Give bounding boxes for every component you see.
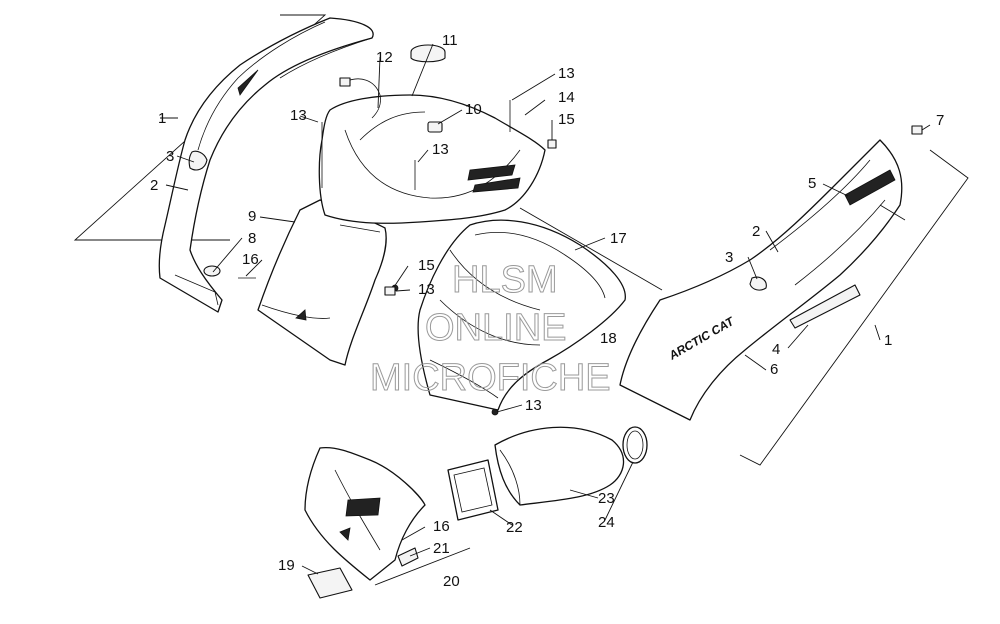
callout-3-right: 3 — [725, 249, 733, 266]
right-side-panel: ARCTIC CAT — [619, 125, 923, 421]
group-bracket-17 — [519, 207, 663, 291]
vent-10 — [427, 121, 443, 133]
callout-16-lower: 16 — [433, 518, 450, 535]
hose-clamp-24 — [622, 426, 648, 464]
watermark-line-2: ONLINE — [425, 307, 566, 349]
callout-13-lower: 13 — [525, 397, 542, 414]
callout-20: 20 — [443, 573, 460, 590]
callout-13-top-left: 13 — [290, 107, 307, 124]
group-bracket-right — [739, 149, 969, 466]
callout-17: 17 — [610, 230, 627, 247]
callout-11: 11 — [442, 32, 458, 49]
lower-nose-pan — [304, 446, 426, 581]
callout-7: 7 — [936, 112, 944, 129]
callout-2-left: 2 — [150, 177, 158, 194]
callout-6: 6 — [770, 361, 778, 378]
callout-13-mid: 13 — [418, 281, 435, 298]
callout-4: 4 — [772, 341, 780, 358]
callout-5: 5 — [808, 175, 816, 192]
callout-19: 19 — [278, 557, 295, 574]
skid-plate-19 — [307, 567, 353, 599]
callout-23: 23 — [598, 490, 615, 507]
intake-seal-22 — [447, 459, 499, 521]
callout-15-mid: 15 — [418, 257, 435, 274]
watermark-line-1: HLSM — [452, 259, 558, 301]
leader-lines — [165, 43, 931, 575]
callout-22: 22 — [506, 519, 523, 536]
headlight-wire-12 — [339, 77, 381, 119]
air-intake-tray — [417, 219, 626, 411]
clip-15 — [384, 139, 557, 296]
front-hood — [257, 94, 546, 366]
callouts: 1 2 3 8 9 16 12 13 11 10 13 13 14 15 15 … — [150, 32, 944, 590]
watermark: HLSM ONLINE MICROFICHE — [370, 259, 612, 400]
callout-2-right: 2 — [752, 223, 760, 240]
callout-9: 9 — [248, 208, 256, 225]
callout-8: 8 — [248, 230, 256, 247]
callout-1-right: 1 — [884, 332, 892, 349]
callout-13-center: 13 — [432, 141, 449, 158]
callout-14: 14 — [558, 89, 575, 106]
callout-10: 10 — [465, 101, 482, 118]
callout-12: 12 — [376, 49, 393, 66]
callout-15-top: 15 — [558, 111, 575, 128]
callout-1-left: 1 — [158, 110, 166, 127]
watermark-line-3: MICROFICHE — [370, 357, 611, 399]
callout-13-top-right: 13 — [558, 65, 575, 82]
callout-18: 18 — [600, 330, 617, 347]
callout-3-left: 3 — [166, 148, 174, 165]
callout-21: 21 — [433, 540, 450, 557]
group-bracket-20 — [374, 547, 471, 586]
grommet-11 — [410, 44, 446, 63]
intake-duct-23 — [494, 426, 625, 506]
callout-24: 24 — [598, 514, 615, 531]
callout-16-mid: 16 — [242, 251, 259, 268]
